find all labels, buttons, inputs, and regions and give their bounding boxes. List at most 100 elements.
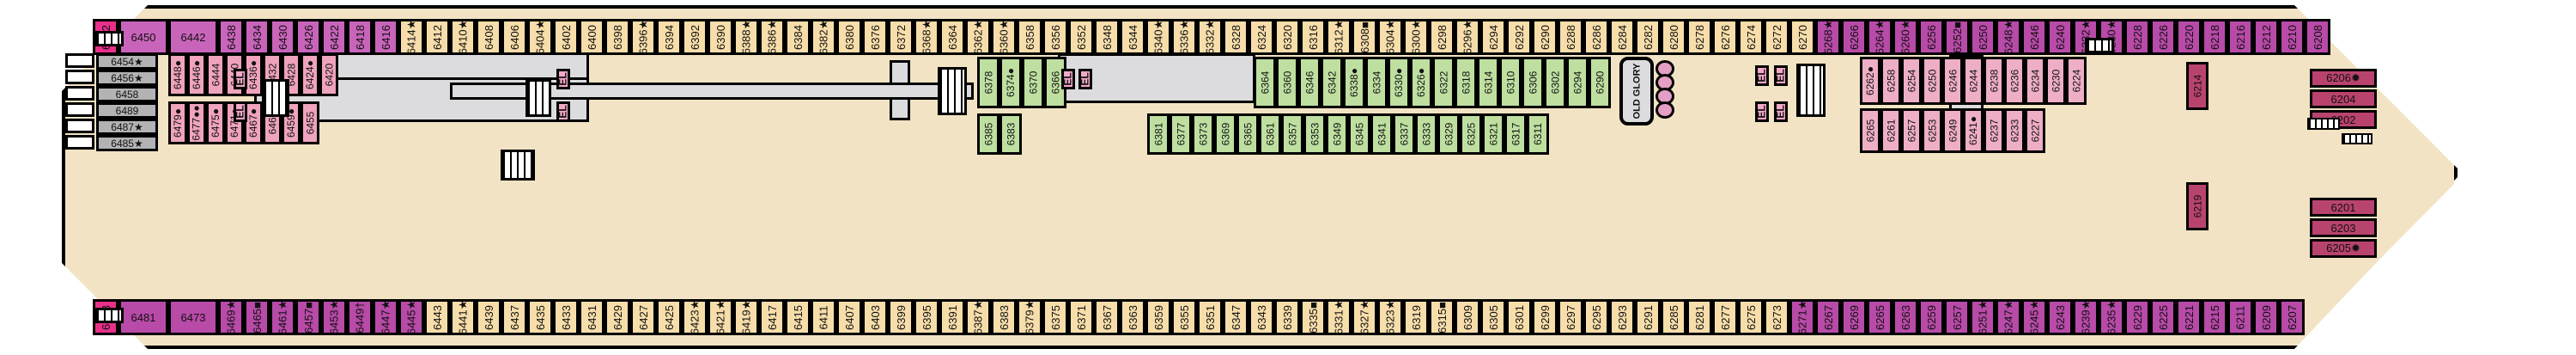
cabin-6371[interactable]: 6371 (1068, 299, 1094, 335)
cabin-6384[interactable]: 6384 (785, 19, 811, 55)
cabin-6434[interactable]: 6434 (244, 19, 270, 55)
cabin-6309[interactable]: 6309 (1455, 299, 1480, 335)
cabin-6344[interactable]: 6344 (1120, 19, 1145, 55)
stairs-forward-bottom[interactable] (94, 308, 124, 323)
cabin-6257[interactable]: 6257 (1901, 108, 1922, 153)
cabin-6215[interactable]: 6215 (2202, 299, 2227, 335)
cabin-6271[interactable]: 6271★ (1789, 299, 1815, 335)
stairs-stern-upper[interactable] (2307, 118, 2340, 130)
cabin-6301[interactable]: 6301 (1506, 299, 1532, 335)
cabin-6448[interactable]: 6448● (168, 53, 187, 96)
cabin-6319[interactable]: 6319 (1403, 299, 1429, 335)
cabin-6402[interactable]: 6402 (553, 19, 579, 55)
stairs-stern-lower[interactable] (2342, 133, 2372, 144)
cabin-6321[interactable]: 6321 (1482, 113, 1504, 155)
cabin-6258[interactable]: 6258 (1880, 57, 1901, 105)
cabin-6318[interactable]: 6318 (1455, 57, 1477, 108)
cabin-6291[interactable]: 6291 (1635, 299, 1661, 335)
cabin-6412[interactable]: 6412 (424, 19, 450, 55)
cabin-6268[interactable]: 6268★ (1815, 19, 1841, 55)
cabin-6220[interactable]: 6220 (2176, 19, 2202, 55)
cabin-6251[interactable]: 6251★ (1970, 299, 1996, 335)
cabin-6360[interactable]: 6360★ (991, 19, 1017, 55)
cabin-6235[interactable]: 6235★ (2099, 299, 2124, 335)
cabin-6421[interactable]: 6421★ (708, 299, 733, 335)
cabin-6380[interactable]: 6380 (836, 19, 862, 55)
old-glory-lounge[interactable]: OLD GLORY (1619, 57, 1654, 125)
cabin-6345[interactable]: 6345 (1348, 113, 1370, 155)
cabin-6228[interactable]: 6228 (2124, 19, 2150, 55)
cabin-6201[interactable]: 6201 (2310, 198, 2377, 217)
cabin-6237[interactable]: 6237 (1984, 108, 2004, 153)
cabin-6339[interactable]: 6339 (1274, 299, 1300, 335)
cabin-6300[interactable]: 6300★ (1403, 19, 1429, 55)
cabin-6263[interactable]: 6263 (1893, 299, 1918, 335)
cabin-6426[interactable]: 6426 (295, 19, 321, 55)
cabin-6249[interactable]: 6249 (1942, 108, 1963, 153)
cabin-6245[interactable]: 6245★ (2021, 299, 2047, 335)
cabin-6206[interactable]: 6206✹ (2310, 69, 2377, 88)
elevator-left-2[interactable]: EL (234, 101, 247, 122)
cabin-6244[interactable]: 6244 (1963, 57, 1984, 105)
cabin-6479[interactable]: 6479● (168, 101, 187, 144)
cabin-6461[interactable]: 6461★ (270, 299, 295, 335)
cabin-6341[interactable]: 6341 (1370, 113, 1393, 155)
cabin-6338[interactable]: 6338● (1343, 57, 1365, 108)
cabin-6423[interactable]: 6423★ (682, 299, 708, 335)
cabin-6362[interactable]: 6362★ (965, 19, 991, 55)
cabin-6386[interactable]: 6386★ (759, 19, 785, 55)
cabin-6304[interactable]: 6304★ (1377, 19, 1403, 55)
cabin-6379[interactable]: 6379★ (1017, 299, 1042, 335)
cabin-6357[interactable]: 6357 (1281, 113, 1303, 155)
elevator-cl-2[interactable]: EL (556, 101, 570, 122)
cabin-6375[interactable]: 6375 (1042, 299, 1068, 335)
cabin-6233[interactable]: 6233 (2004, 108, 2025, 153)
cabin-6246[interactable]: 6246 (1942, 57, 1963, 105)
cabin-6473[interactable]: 6473 (168, 299, 218, 335)
cabin-6314[interactable]: 6314 (1477, 57, 1499, 108)
cabin-6310[interactable]: 6310 (1499, 57, 1522, 108)
cabin-6284[interactable]: 6284 (1609, 19, 1635, 55)
cabin-6336[interactable]: 6336★ (1171, 19, 1197, 55)
cabin-6382[interactable]: 6382★ (811, 19, 836, 55)
cabin-6374[interactable]: 6374● (999, 57, 1022, 108)
cabin-6417[interactable]: 6417 (759, 299, 785, 335)
cabin-6292[interactable]: 6292 (1506, 19, 1532, 55)
cabin-6224[interactable]: 6224 (2066, 57, 2087, 105)
cabin-6209[interactable]: 6209 (2253, 299, 2279, 335)
cabin-6329[interactable]: 6329 (1437, 113, 1460, 155)
cabin-6278[interactable]: 6278 (1686, 19, 1712, 55)
cabin-6487[interactable]: 6487★ (96, 119, 158, 135)
cabin-6266[interactable]: 6266 (1841, 19, 1867, 55)
cabin-6433[interactable]: 6433 (553, 299, 579, 335)
cabin-6367[interactable]: 6367 (1094, 299, 1120, 335)
cabin-6485[interactable]: 6485★ (96, 135, 158, 151)
cabin-6312[interactable]: 6312★ (1326, 19, 1352, 55)
cabin-6348[interactable]: 6348 (1094, 19, 1120, 55)
cabin-6396[interactable]: 6396★ (630, 19, 656, 55)
cabin-6281[interactable]: 6281 (1686, 299, 1712, 335)
cabin-6368[interactable]: 6368★ (914, 19, 939, 55)
cabin-6250[interactable]: 6250 (1922, 57, 1942, 105)
cabin-6308[interactable]: 6308■ (1352, 19, 1377, 55)
cabin-6392[interactable]: 6392 (682, 19, 708, 55)
elevator-left-1[interactable]: EL (234, 69, 247, 89)
cabin-6441[interactable]: 6441★ (450, 299, 476, 335)
cabin-6317[interactable]: 6317 (1504, 113, 1527, 155)
elevator-aft-1[interactable]: EL (1755, 65, 1769, 86)
cabin-6214[interactable]: 6214 (2186, 62, 2208, 110)
cabin-6372[interactable]: 6372 (888, 19, 914, 55)
cabin-6347[interactable]: 6347 (1223, 299, 1249, 335)
cabin-6274[interactable]: 6274 (1738, 19, 1764, 55)
cabin-6247[interactable]: 6247★ (1996, 299, 2021, 335)
cabin-6369[interactable]: 6369 (1214, 113, 1236, 155)
cabin-6335[interactable]: 6335■ (1300, 299, 1326, 335)
cabin-6208[interactable]: 6208 (2305, 19, 2330, 55)
cabin-6253[interactable]: 6253 (1922, 108, 1942, 153)
cabin-6351[interactable]: 6351 (1197, 299, 1223, 335)
cabin-6285[interactable]: 6285 (1661, 299, 1686, 335)
cabin-6399[interactable]: 6399 (888, 299, 914, 335)
cabin-6238[interactable]: 6238 (1984, 57, 2004, 105)
cabin-6211[interactable]: 6211 (2227, 299, 2253, 335)
cabin-6414[interactable]: 6414★ (398, 19, 424, 55)
